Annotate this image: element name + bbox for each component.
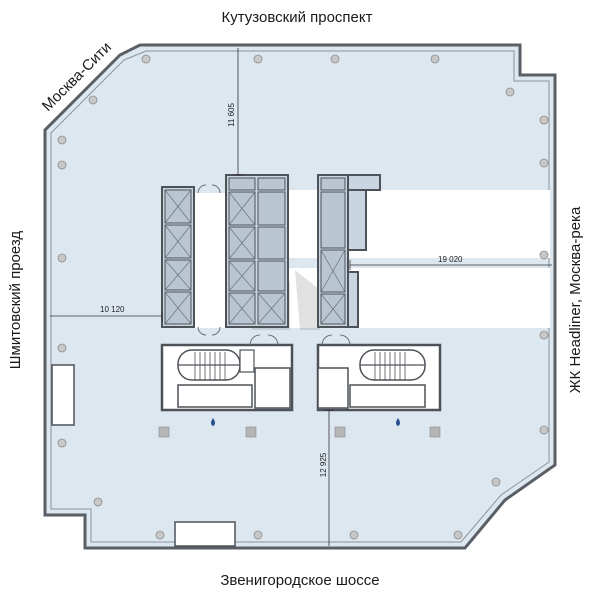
dimension-lines — [50, 48, 552, 546]
street-label-top: Кутузовский проспект — [222, 9, 373, 26]
interior-columns — [158, 426, 441, 438]
dimension-left: 10 120 — [100, 305, 125, 314]
facade-niche-bottom — [174, 521, 236, 547]
door-swings — [197, 184, 351, 346]
facade-columns — [57, 54, 549, 540]
street-label-bottom: Звенигородское шоссе — [220, 572, 379, 589]
dimension-top: 11 605 — [227, 103, 236, 127]
dimension-bottom: 12 925 — [319, 452, 328, 477]
water-drop-icons — [211, 418, 400, 426]
dimension-right: 19 020 — [438, 255, 463, 264]
facade-niche-left — [51, 364, 75, 426]
core-left — [161, 186, 195, 328]
stair-block-left — [160, 343, 294, 412]
facade-inner-line — [50, 50, 550, 543]
corridor-gap — [193, 193, 225, 328]
core-right — [317, 174, 381, 328]
street-label-left: Шмитовский проезд — [7, 231, 24, 370]
core-center — [225, 174, 289, 328]
stair-block-right — [316, 343, 442, 412]
street-label-right: ЖК Headliner, Москва-река — [567, 206, 584, 393]
